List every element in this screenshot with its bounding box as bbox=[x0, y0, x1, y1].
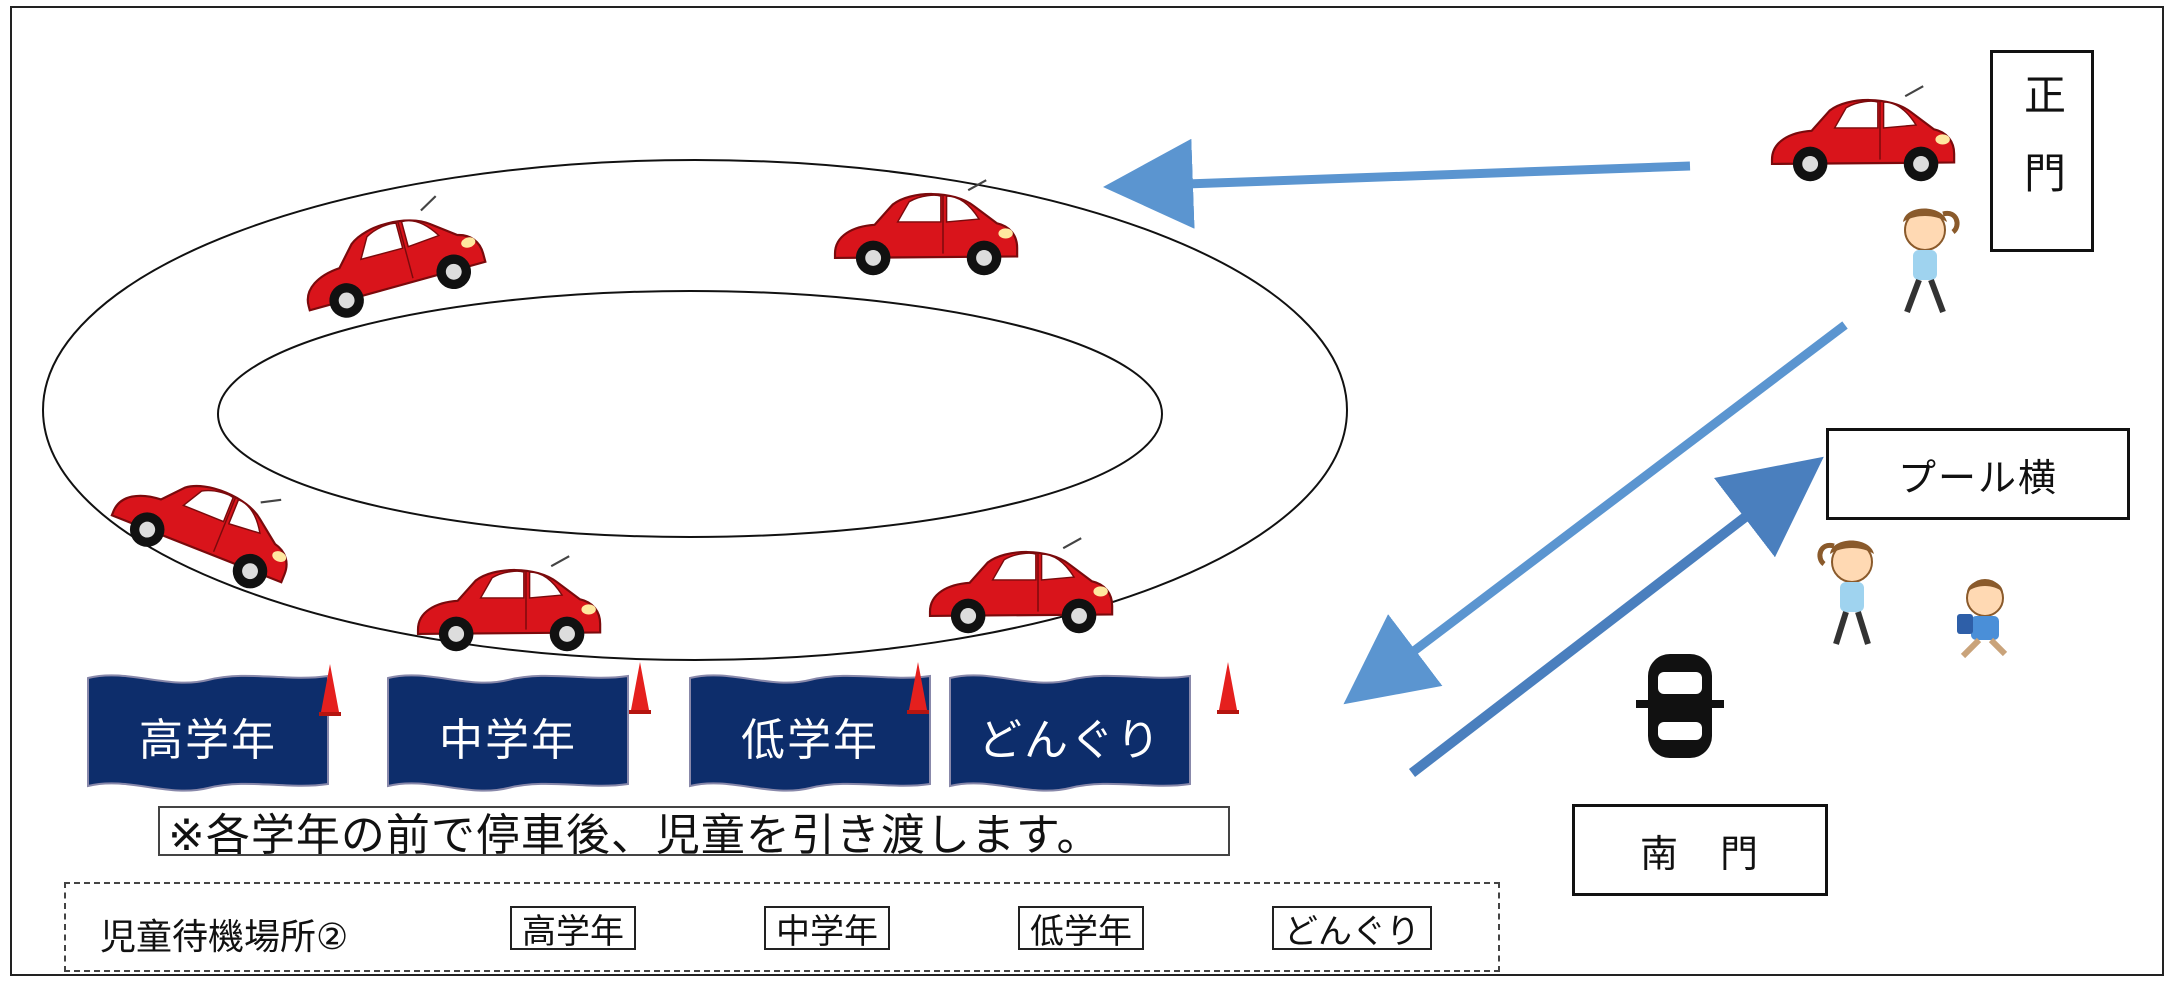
handover-note: ※各学年の前で停車後、児童を引き渡します。 bbox=[158, 806, 1230, 861]
track-outer bbox=[42, 159, 1348, 661]
banner-label-high: 高学年 bbox=[139, 715, 277, 766]
waiting-box-high: 高学年 bbox=[510, 906, 636, 952]
car-icon bbox=[928, 537, 1114, 635]
main-gate-label: 正門 bbox=[1990, 50, 2094, 252]
car-icon bbox=[1770, 85, 1956, 183]
banner-label-middle: 中学年 bbox=[439, 715, 577, 766]
track-inner bbox=[217, 290, 1163, 538]
main-gate-text: 正門 bbox=[2017, 73, 2067, 229]
traffic-cone-icon bbox=[1217, 662, 1239, 714]
arrow-entry bbox=[1103, 138, 1691, 229]
child-running-icon bbox=[1957, 579, 2008, 659]
car-top-view-icon bbox=[1636, 654, 1724, 758]
waiting-area-legend: 児童待機場所② 高学年 中学年 低学年 どんぐり bbox=[64, 882, 1500, 972]
car-icon bbox=[833, 179, 1019, 277]
child-walking-icon bbox=[1903, 208, 1960, 314]
waiting-area-label: 児童待機場所② bbox=[100, 917, 349, 958]
car-icon bbox=[416, 555, 602, 653]
waiting-box-middle: 中学年 bbox=[764, 906, 890, 952]
south-gate-text: 南 門 bbox=[1639, 831, 1760, 876]
waiting-box-low: 低学年 bbox=[1018, 906, 1144, 952]
waiting-box-donguri: どんぐり bbox=[1272, 906, 1432, 952]
pool-side-text: プール横 bbox=[1897, 455, 2058, 500]
south-gate-label: 南 門 bbox=[1572, 804, 1828, 896]
pool-side-label: プール横 bbox=[1826, 428, 2130, 520]
arrow-to-pool bbox=[1408, 456, 1824, 777]
child-walking-icon bbox=[1817, 540, 1874, 645]
diagram-frame bbox=[10, 6, 2164, 976]
banner-label-low: 低学年 bbox=[741, 715, 879, 766]
traffic-cone-icon bbox=[629, 662, 651, 714]
banner-label-donguri: どんぐり bbox=[978, 715, 1162, 766]
arrow-to-banners bbox=[1343, 321, 1848, 705]
